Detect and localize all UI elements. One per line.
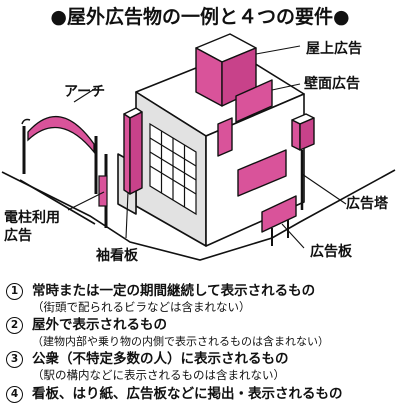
requirement-1: 1 常時または一定の期間継続して表示されるもの （街頭で配られるビラなどは含まれな… xyxy=(6,283,398,315)
illustration xyxy=(1,33,396,261)
diagram-title: ●屋外広告物の一例と４つの要件● xyxy=(50,6,350,28)
leader-lines xyxy=(67,45,347,249)
requirement-main: 看板、はり紙、広告板などに掲出・表示されるもの xyxy=(32,386,343,402)
requirement-number: 1 xyxy=(6,283,23,300)
requirement-2: 2 屋外で表示されるもの （建物内部や乗り物の内側で表示されるものは含まれない） xyxy=(6,317,398,349)
pole-ad xyxy=(98,175,108,207)
ad-tower xyxy=(291,113,315,210)
requirement-note: （駅の構内などに表示されるものは含まれない） xyxy=(32,368,285,382)
requirement-number: 2 xyxy=(6,317,23,334)
wall-signs xyxy=(217,79,287,197)
requirement-note: （建物内部や乗り物の内側で表示されるものは含まれない） xyxy=(32,335,329,348)
requirement-main: 常時または一定の期間継続して表示されるもの xyxy=(32,283,316,299)
label-arch: アーチ xyxy=(64,84,106,100)
requirement-number: 3 xyxy=(6,351,23,368)
label-pole-ad-line2: 広告 xyxy=(4,228,32,244)
arch xyxy=(21,115,98,194)
sleeve-sign xyxy=(123,107,143,195)
label-ad-board: 広告板 xyxy=(310,244,352,260)
requirement-number: 4 xyxy=(6,386,23,403)
requirement-note: （街頭で配られるビラなどは含まれない） xyxy=(32,300,251,314)
label-rooftop-ad: 屋上広告 xyxy=(306,41,362,57)
requirement-3: 3 公衆（不特定多数の人）に表示されるもの （駅の構内などに表示されるものは含まれ… xyxy=(6,351,398,383)
requirement-4: 4 看板、はり紙、広告板などに掲出・表示されるもの xyxy=(6,386,398,403)
label-sleeve-sign: 袖看板 xyxy=(96,248,138,264)
utility-pole xyxy=(98,154,108,228)
arch-sign xyxy=(27,115,95,154)
requirement-main: 屋外で表示されるもの xyxy=(32,317,167,333)
requirement-main: 公衆（不特定多数の人）に表示されるもの xyxy=(32,351,289,367)
label-wall-ad: 壁面広告 xyxy=(304,76,360,92)
ad-board xyxy=(261,195,297,246)
windows xyxy=(149,122,197,216)
label-pole-ad-line1: 電柱利用 xyxy=(4,210,60,226)
label-ad-tower: 広告塔 xyxy=(346,196,388,212)
ground-lines xyxy=(1,169,396,261)
